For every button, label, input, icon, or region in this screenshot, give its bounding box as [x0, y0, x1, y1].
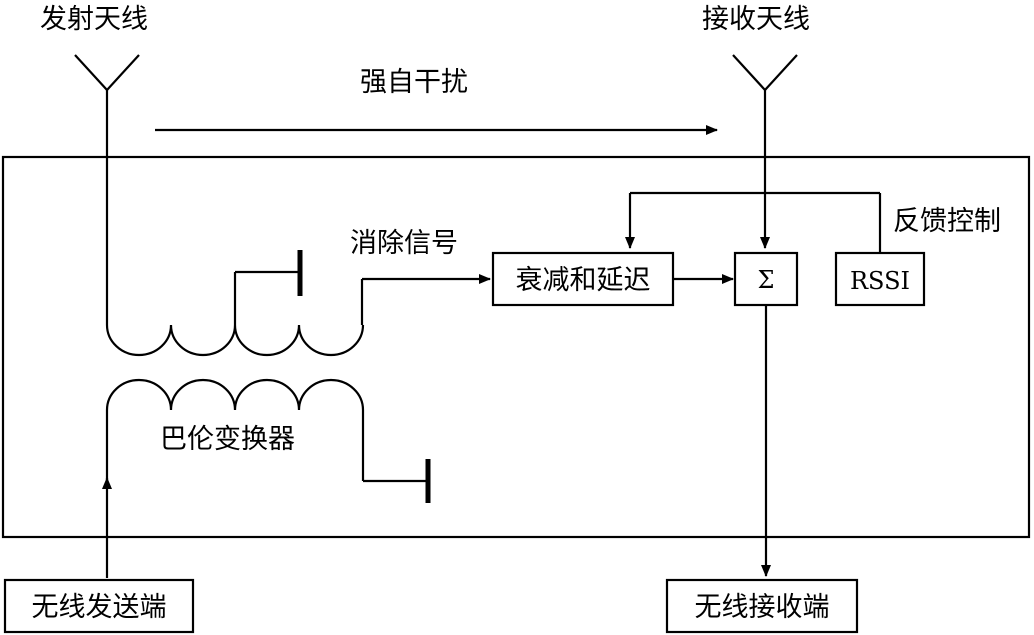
- self-interference-label: 强自干扰: [360, 67, 468, 98]
- wireless-rx-box: [665, 578, 859, 634]
- upper-ground-icon: [233, 250, 303, 325]
- balun-lower-coil: [105, 378, 365, 411]
- rx-antenna-label: 接收天线: [702, 4, 810, 35]
- wireless-rx-label: 无线接收端: [695, 592, 830, 623]
- feedback-control-label: 反馈控制: [893, 206, 1001, 237]
- rx-antenna-icon: [732, 54, 798, 249]
- wireless-tx-label: 无线发送端: [32, 592, 167, 623]
- attenuation-delay-label: 衰减和延迟: [516, 265, 651, 296]
- balun-label: 巴伦变换器: [160, 424, 295, 455]
- tx-antenna-label: 发射天线: [40, 4, 148, 35]
- summer-box: [733, 251, 799, 307]
- balun-upper-coil: [105, 324, 365, 357]
- cancel-signal-path: [360, 274, 491, 325]
- attenuation-delay-box: [491, 251, 675, 307]
- summer-label: Σ: [758, 266, 775, 294]
- tx-antenna-icon: [74, 54, 140, 325]
- main-enclosure: [1, 155, 1031, 539]
- feedback-loop: [625, 191, 882, 260]
- cancel-signal-label: 消除信号: [350, 228, 458, 259]
- rssi-box: [834, 251, 926, 307]
- lower-ground-icon: [361, 410, 431, 503]
- wireless-tx-box: [3, 578, 195, 634]
- rssi-label: RSSI: [850, 267, 910, 295]
